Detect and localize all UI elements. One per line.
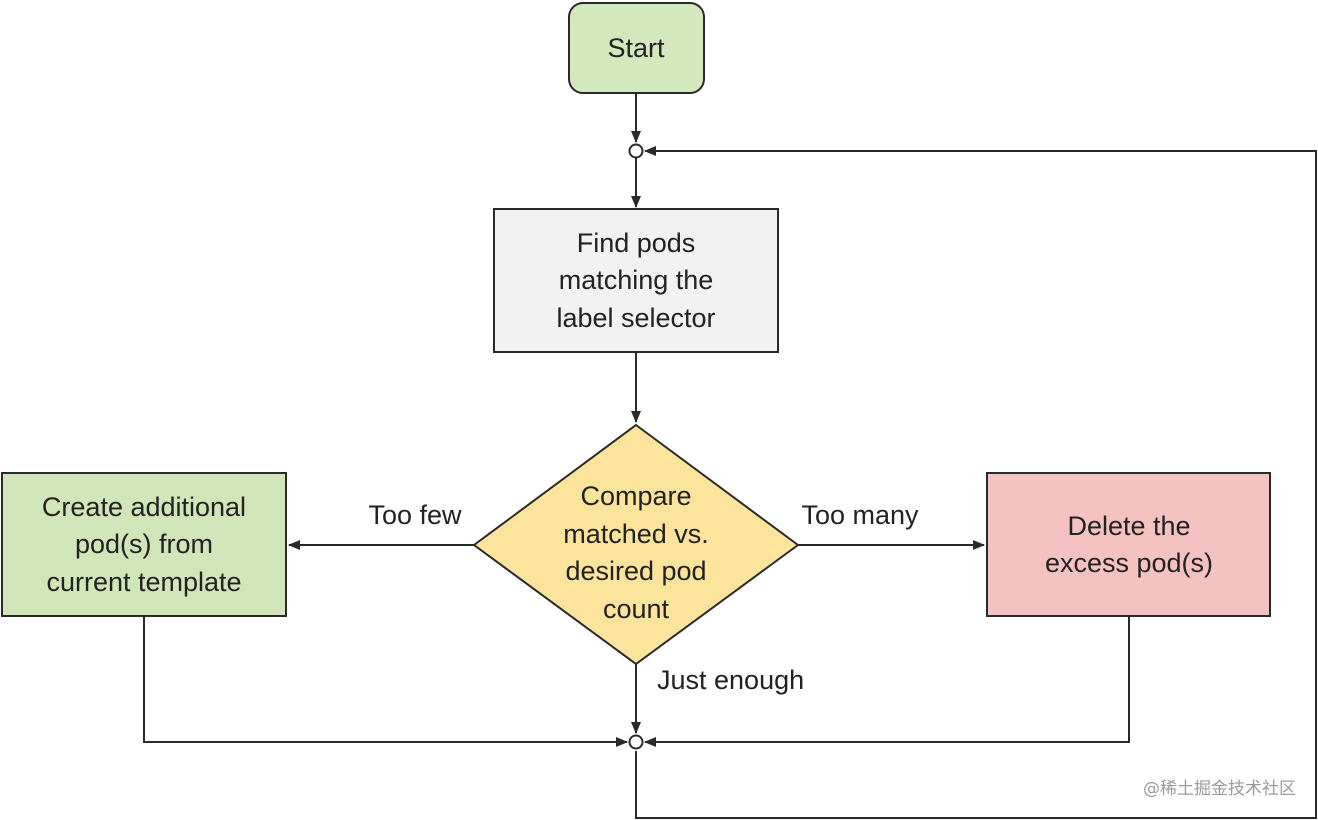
node-create-line-3: current template — [46, 567, 241, 597]
node-compare: Compare matched vs. desired pod count — [472, 423, 800, 666]
node-delete-line-1: Delete the — [1067, 511, 1190, 541]
node-create-line-2: pod(s) from — [75, 529, 213, 559]
node-find-pods-line-3: label selector — [556, 303, 715, 333]
node-find-pods-line-1: Find pods — [577, 228, 696, 258]
edge-label-just-enough: Just enough — [657, 665, 804, 695]
node-start: Start — [568, 2, 705, 94]
node-find-pods-shape — [493, 208, 779, 353]
node-compare-line-4: count — [603, 594, 670, 624]
node-delete-line-2: excess pod(s) — [1045, 548, 1213, 578]
edge-delete-to-junction — [644, 616, 1130, 747]
node-compare-line-3: desired pod — [565, 556, 706, 586]
node-start-label: Start — [607, 33, 665, 63]
edge-label-too-few: Too few — [368, 500, 462, 530]
edge-loop-back — [635, 146, 1317, 819]
node-compare-line-1: Compare — [580, 481, 691, 511]
node-create: Create additional pod(s) from current te… — [1, 472, 287, 617]
node-create-line-1: Create additional — [42, 492, 246, 522]
node-compare-line-2: matched vs. — [563, 519, 709, 549]
node-delete-shape — [986, 472, 1271, 617]
node-create-shape — [1, 472, 287, 617]
node-find-pods-line-2: matching the — [559, 265, 714, 295]
junction-top — [628, 143, 644, 159]
watermark-text: @稀土掘金技术社区 — [1143, 779, 1296, 799]
node-start-shape — [568, 2, 705, 94]
node-compare-shape — [472, 423, 800, 666]
edge-label-too-many: Too many — [801, 500, 919, 530]
connectors — [143, 93, 1317, 819]
edge-create-to-junction — [143, 616, 628, 747]
junction-bottom — [628, 734, 644, 750]
node-delete: Delete the excess pod(s) — [986, 472, 1271, 617]
node-find-pods: Find pods matching the label selector — [493, 208, 779, 353]
